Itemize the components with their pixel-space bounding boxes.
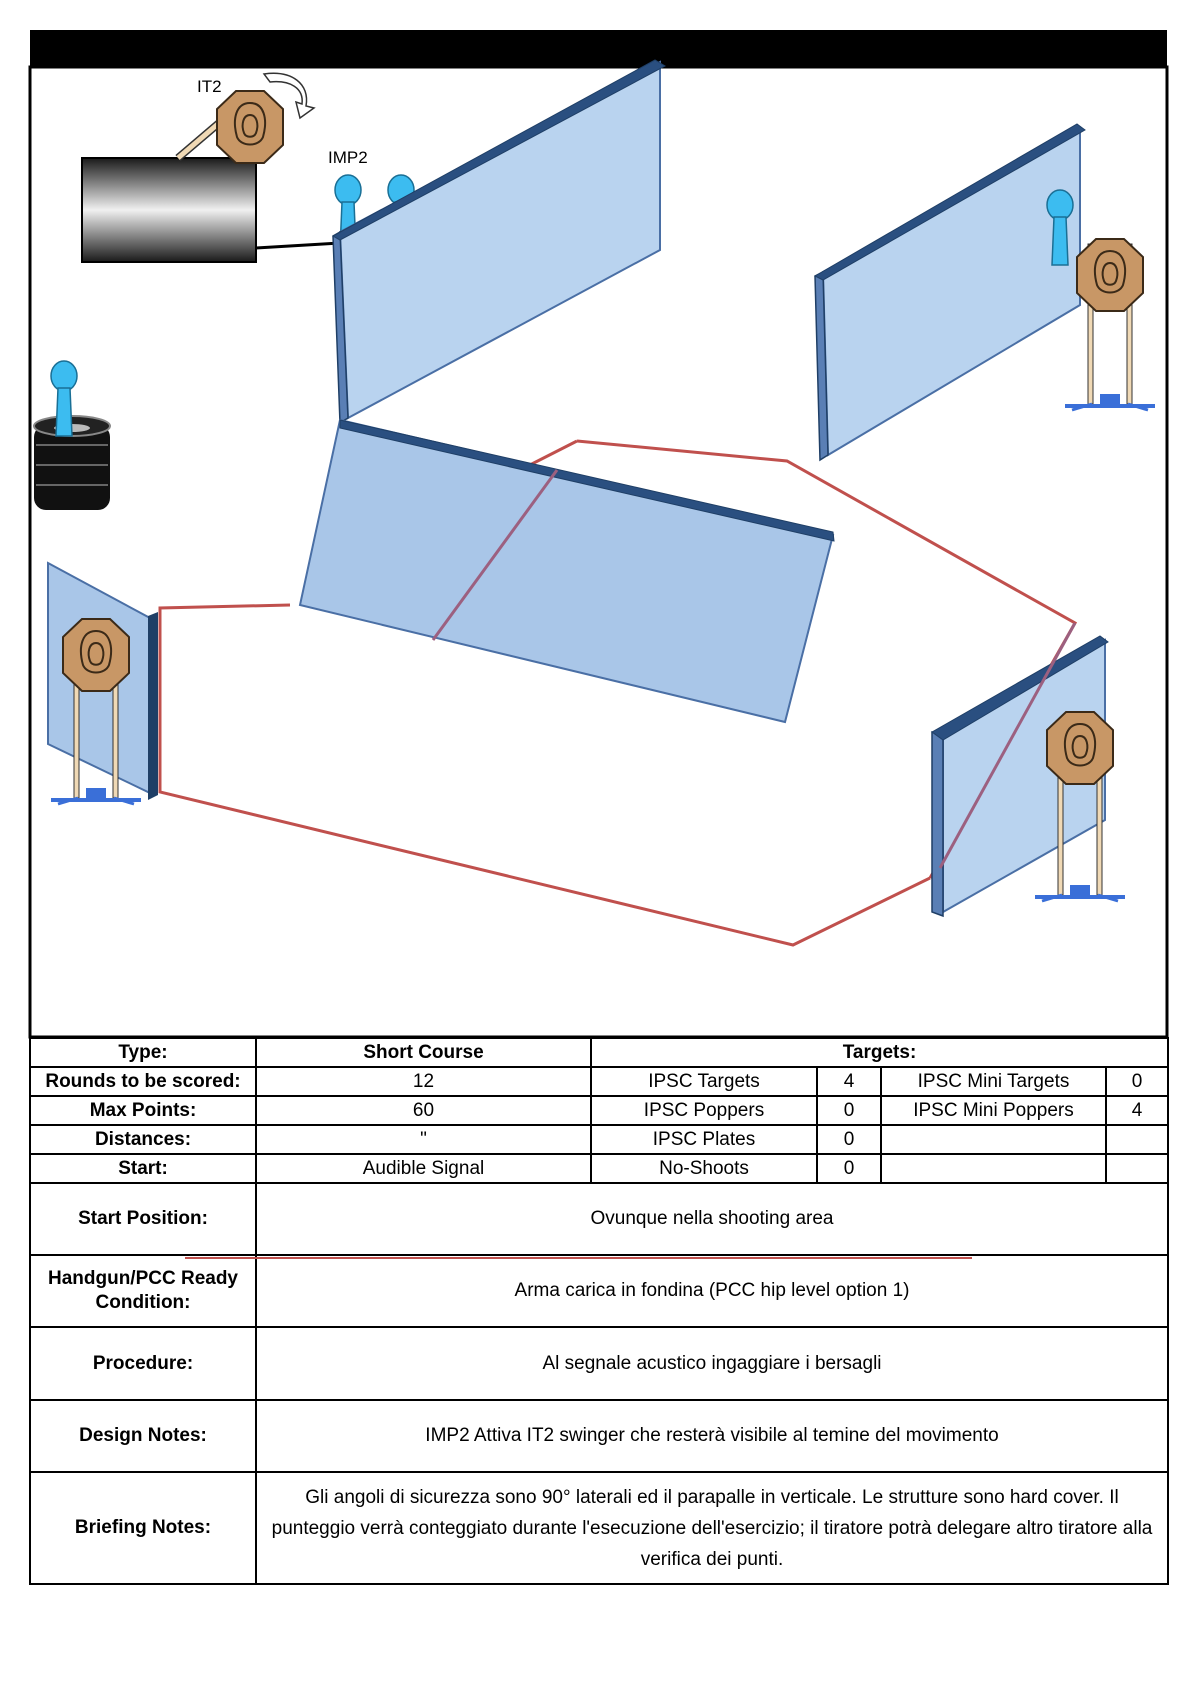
- start-label: Start:: [29, 1153, 257, 1184]
- wall-upper-right: [821, 126, 1081, 457]
- barrel-stack-icon: [33, 415, 111, 510]
- stage-info-table: Type: Short Course Targets: Rounds to be…: [29, 1037, 1169, 1585]
- header-bar: [30, 30, 1167, 67]
- type-value: Short Course: [255, 1037, 592, 1068]
- target-type-count: 0: [1105, 1066, 1169, 1097]
- stage-diagram: IT2 IMP2: [28, 59, 1169, 1039]
- target-type-count: 4: [816, 1066, 882, 1097]
- wall-center: [298, 418, 835, 724]
- rounds-label: Rounds to be scored:: [29, 1066, 257, 1097]
- target-type-name: IPSC Plates: [590, 1124, 818, 1155]
- start-position-label: Start Position:: [29, 1182, 257, 1256]
- stage-frame: [28, 65, 1169, 1039]
- distances-label: Distances:: [29, 1124, 257, 1155]
- rotation-arrow-icon: [262, 72, 316, 120]
- target-type-name: [880, 1153, 1107, 1184]
- type-label: Type:: [29, 1037, 257, 1068]
- rounds-value: 12: [255, 1066, 592, 1097]
- target-type-name: IPSC Poppers: [590, 1095, 818, 1126]
- activator-box-icon: [81, 157, 257, 263]
- ipsc-target-icon: [1046, 711, 1114, 785]
- procedure-value: Al segnale acustico ingaggiare i bersagl…: [255, 1326, 1169, 1401]
- target-type-name: IPSC Mini Targets: [880, 1066, 1107, 1097]
- target-type-count: 0: [816, 1095, 882, 1126]
- target-type-name: [880, 1124, 1107, 1155]
- wall-upper-left: [338, 60, 661, 420]
- target-type-name: IPSC Mini Poppers: [880, 1095, 1107, 1126]
- ready-condition-label: Handgun/PCC Ready Condition:: [29, 1254, 257, 1328]
- target-type-count: 0: [816, 1153, 882, 1184]
- distances-value: ": [255, 1124, 592, 1155]
- targets-header: Targets:: [590, 1037, 1169, 1068]
- max-points-label: Max Points:: [29, 1095, 257, 1126]
- shooting-area-fault-line: [158, 603, 931, 947]
- target-type-count: 0: [816, 1124, 882, 1155]
- fault-line-overlay: [185, 1257, 972, 1259]
- target-type-count: [1105, 1124, 1169, 1155]
- target-type-name: IPSC Targets: [590, 1066, 818, 1097]
- activator-cable: [255, 241, 341, 250]
- it2-label: IT2: [197, 77, 222, 96]
- imp2-label: IMP2: [328, 148, 368, 167]
- target-type-count: [1105, 1153, 1169, 1184]
- max-points-value: 60: [255, 1095, 592, 1126]
- design-notes-value: IMP2 Attiva IT2 swinger che resterà visi…: [255, 1399, 1169, 1473]
- ipsc-target-icon: [62, 618, 130, 692]
- briefing-notes-label: Briefing Notes:: [29, 1471, 257, 1585]
- start-position-value: Ovunque nella shooting area: [255, 1182, 1169, 1256]
- target-type-name: No-Shoots: [590, 1153, 818, 1184]
- ipsc-target-icon: [1076, 238, 1144, 312]
- briefing-notes-value: Gli angoli di sicurezza sono 90° lateral…: [255, 1471, 1169, 1585]
- design-notes-label: Design Notes:: [29, 1399, 257, 1473]
- procedure-label: Procedure:: [29, 1326, 257, 1401]
- it2-swinger-target-icon: [216, 90, 284, 164]
- start-value: Audible Signal: [255, 1153, 592, 1184]
- target-type-count: 4: [1105, 1095, 1169, 1126]
- ready-condition-value: Arma carica in fondina (PCC hip level op…: [255, 1254, 1169, 1328]
